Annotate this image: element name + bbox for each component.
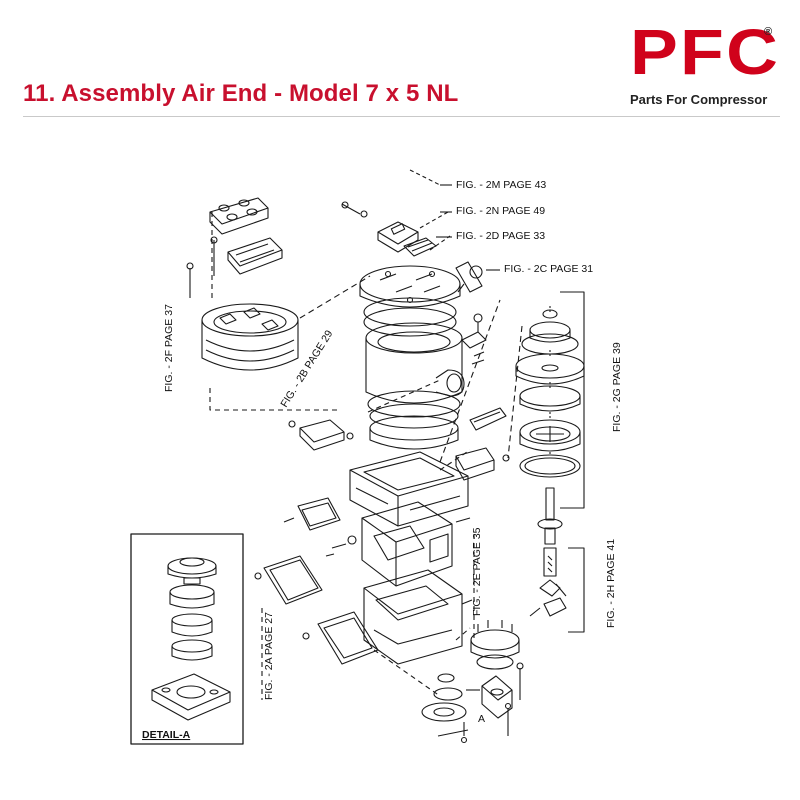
label-fig-2n: FIG. - 2N PAGE 49 — [456, 205, 545, 217]
label-fig-2a: FIG. - 2A PAGE 27 — [263, 612, 275, 700]
label-fig-2e: FIG. - 2E PAGE 35 — [471, 527, 483, 616]
valve-stack-group — [507, 306, 585, 478]
label-fig-2c: FIG. - 2C PAGE 31 — [504, 263, 593, 275]
cylinder-group — [288, 313, 507, 451]
label-fig-2f: FIG. - 2F PAGE 37 — [163, 304, 175, 392]
crankshaft-group — [529, 487, 567, 617]
label-fig-2d: FIG. - 2D PAGE 33 — [456, 230, 545, 242]
label-fig-2b: FIG. - 2B PAGE 29 — [278, 328, 335, 410]
frame-group — [254, 299, 510, 665]
label-detail-a: DETAIL-A — [142, 729, 191, 741]
label-fig-2h: FIG. - 2H PAGE 41 — [605, 539, 617, 628]
unloader-cover-group — [186, 197, 371, 411]
pfc-logo: PFC ® Parts For Compressor — [628, 20, 778, 108]
label-leader-lines — [261, 184, 585, 700]
label-fig-2m: FIG. - 2M PAGE 43 — [456, 179, 546, 191]
detail-a-group — [130, 533, 244, 745]
logo-letters: PFC — [630, 16, 781, 88]
page-title: 11. Assembly Air End - Model 7 x 5 NL — [23, 80, 459, 107]
header-divider — [23, 116, 780, 117]
label-marker-a: A — [478, 713, 485, 725]
logo-tagline: Parts For Compressor — [630, 92, 768, 107]
label-fig-2g: FIG. - 2G PAGE 39 — [611, 342, 623, 432]
base-pump-group — [421, 620, 524, 744]
head-top-group — [341, 169, 483, 337]
registered-mark: ® — [764, 26, 773, 38]
